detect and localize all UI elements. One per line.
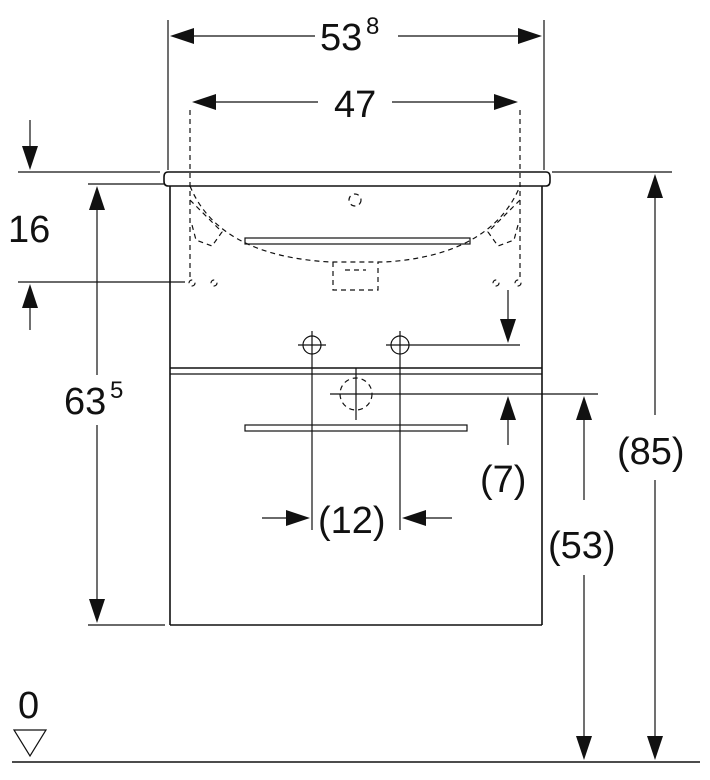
label-top-offset: 16 bbox=[8, 209, 50, 251]
dim-cabinet-height bbox=[88, 183, 165, 626]
label-drain-offset: (7) bbox=[480, 459, 526, 501]
label-basin-width: 47 bbox=[334, 84, 376, 126]
label-floor-to-drain: (53) bbox=[548, 525, 616, 567]
label-overall-height: (85) bbox=[617, 431, 685, 473]
label-cabinet-height-sup: 5 bbox=[110, 377, 123, 404]
dim-basin-width bbox=[192, 94, 518, 110]
dim-tap-spacing bbox=[262, 510, 452, 526]
label-total-width: 53 bbox=[320, 17, 362, 59]
label-tap-spacing: (12) bbox=[318, 500, 386, 542]
dim-floor-to-drain bbox=[576, 396, 592, 760]
dim-overall-height bbox=[552, 171, 672, 760]
label-floor-level: 0 bbox=[18, 685, 39, 727]
drain-outlet bbox=[330, 368, 598, 420]
floor-line bbox=[12, 729, 700, 763]
label-total-width-sup: 8 bbox=[366, 13, 379, 40]
cabinet-outline bbox=[163, 171, 551, 626]
dim-drain-offset bbox=[500, 290, 516, 445]
basin-hidden-lines bbox=[188, 110, 522, 291]
dim-total-width bbox=[167, 20, 545, 170]
handles bbox=[244, 237, 471, 432]
dim-top-offset bbox=[18, 120, 185, 330]
tap-connections bbox=[298, 331, 520, 530]
label-cabinet-height: 63 bbox=[64, 381, 106, 423]
